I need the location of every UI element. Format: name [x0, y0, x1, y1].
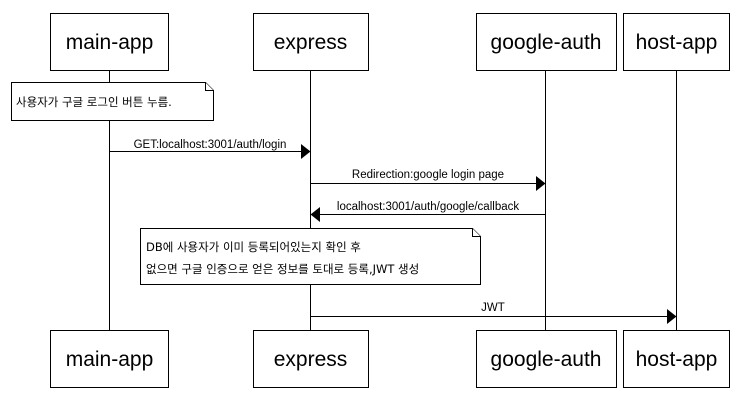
- arrowhead-icon: [536, 176, 546, 191]
- participant-express-label: express: [274, 348, 348, 371]
- participant-host-app-bottom: host-app: [623, 330, 730, 388]
- participant-google-auth-label: google-auth: [491, 31, 602, 54]
- participant-host-app-top: host-app: [623, 13, 730, 71]
- message-get-login-label: GET:localhost:3001/auth/login: [134, 139, 287, 151]
- participant-express-bottom: express: [253, 330, 369, 388]
- participant-main-app-bottom: main-app: [50, 330, 169, 388]
- participant-host-app-label: host-app: [636, 348, 718, 371]
- message-callback-label: localhost:3001/auth/google/callback: [337, 201, 519, 213]
- note-login-click-text: 사용자가 구글 로그인 버튼 누름.: [16, 95, 172, 109]
- participant-google-auth-bottom: google-auth: [476, 330, 617, 388]
- participant-main-app-top: main-app: [50, 13, 169, 71]
- note-db-register-line-1: DB에 사용자가 이미 등록되어있는지 확인 후: [146, 240, 361, 254]
- message-redirection-label: Redirection:google login page: [352, 169, 504, 181]
- message-jwt-label: JWT: [481, 302, 505, 314]
- message-redirection: Redirection:google login page: [310, 169, 546, 191]
- arrowhead-icon: [301, 144, 311, 159]
- note-login-click: 사용자가 구글 로그인 버튼 누름.: [11, 82, 214, 121]
- arrowhead-icon: [667, 309, 677, 324]
- message-jwt: JWT: [310, 302, 677, 324]
- participant-host-app-label: host-app: [636, 31, 718, 54]
- participant-express-top: express: [253, 13, 369, 71]
- participant-google-auth-top: google-auth: [476, 13, 617, 71]
- message-get-login: GET:localhost:3001/auth/login: [109, 139, 311, 159]
- note-db-register-line-2: 없으면 구글 인증으로 얻은 정보를 토대로 등록,JWT 생성: [146, 262, 419, 276]
- participant-main-app-label: main-app: [66, 348, 154, 371]
- message-callback: localhost:3001/auth/google/callback: [310, 201, 546, 222]
- participant-express-label: express: [274, 31, 348, 54]
- arrowhead-icon: [310, 207, 320, 222]
- participant-google-auth-label: google-auth: [491, 348, 602, 371]
- note-db-register: DB에 사용자가 이미 등록되어있는지 확인 후 없으면 구글 인증으로 얻은 …: [140, 228, 481, 285]
- participant-main-app-label: main-app: [66, 31, 154, 54]
